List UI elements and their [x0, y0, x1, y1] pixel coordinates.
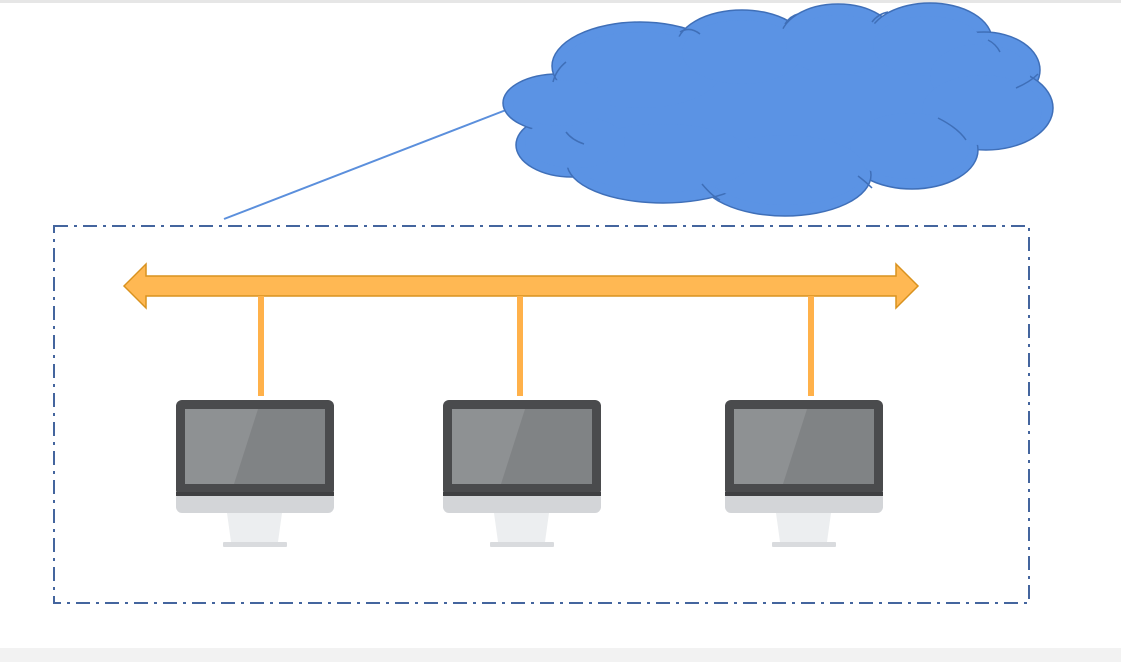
lan-boundary [53, 225, 1030, 604]
bottom-border [0, 648, 1121, 662]
top-border [0, 0, 1121, 3]
monitor-icon [176, 400, 334, 547]
bus-double-arrow-icon [122, 262, 920, 310]
uplink-line [223, 109, 507, 220]
monitor-icon [725, 400, 883, 547]
monitor-icon [443, 400, 601, 547]
cloud-icon [502, 2, 1054, 217]
